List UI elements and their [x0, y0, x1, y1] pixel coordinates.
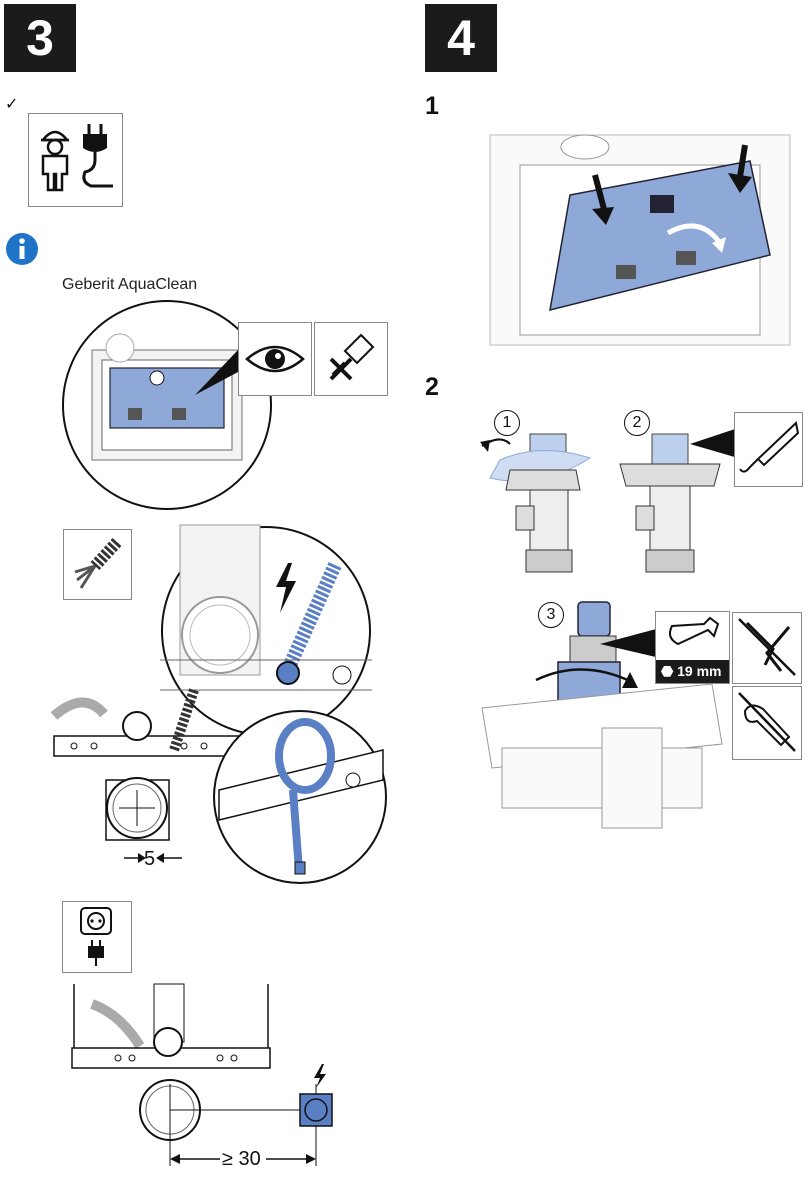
socket-plug-icon [80, 907, 112, 966]
checkmark: ✓ [5, 96, 19, 113]
no-screwdriver-panel [314, 322, 388, 396]
pointer-sealant [690, 428, 738, 458]
dimension-5: 5 [144, 848, 156, 870]
substep-2-label: 2 [425, 373, 439, 401]
sealant-panel [734, 412, 803, 487]
circle-label-1: 1 [494, 410, 520, 436]
no-adjustable-wrench-icon [738, 692, 796, 752]
wrench-icon [669, 616, 720, 646]
frame-detail-illustration [62, 300, 272, 510]
circle-label-2: 2 [624, 410, 650, 436]
step-4-badge: 4 [425, 4, 497, 72]
socket-panel [62, 901, 132, 973]
dimension-30: ≥ 30 [222, 1148, 261, 1170]
pointer-wrench [600, 628, 660, 658]
power-plug-icon [82, 124, 113, 188]
lightning-icon [276, 563, 296, 613]
no-adjustable-wrench-panel [732, 686, 802, 760]
no-pliers-panel [732, 612, 802, 684]
cable-tie-illustration [213, 710, 387, 884]
valve-vise-illustration [481, 601, 723, 829]
wrench-size-bar: ⬣ 19 mm [656, 660, 729, 683]
no-pliers-icon [738, 618, 796, 676]
worker-icon [40, 130, 70, 192]
prerequisite-panel [28, 113, 123, 207]
cover-plate-illustration [489, 134, 791, 346]
substep-1-label: 1 [425, 92, 439, 120]
step-3-badge: 3 [4, 4, 76, 72]
circle-label-3: 3 [538, 602, 564, 628]
wrench-size-label: 19 mm [677, 663, 722, 679]
wrench-panel: ⬣ 19 mm [655, 611, 730, 684]
fitting-sealant-illustration [619, 433, 721, 573]
sealant-tube-icon [739, 421, 800, 473]
hex-nut-icon: ⬣ [661, 663, 674, 679]
no-screwdriver-icon [329, 333, 375, 381]
eye-panel [238, 322, 312, 396]
cable-routing-illustration [160, 524, 372, 736]
pointer-eye [195, 350, 238, 395]
info-icon [6, 233, 38, 265]
cable-panel [63, 529, 132, 600]
socket-spacing-illustration [71, 983, 333, 1166]
fitting-tape-illustration [480, 433, 592, 573]
cable-icon [74, 537, 122, 589]
info-caption: Geberit AquaClean [62, 276, 198, 293]
frame-strip-illustration [50, 688, 240, 863]
eye-icon [245, 345, 305, 373]
